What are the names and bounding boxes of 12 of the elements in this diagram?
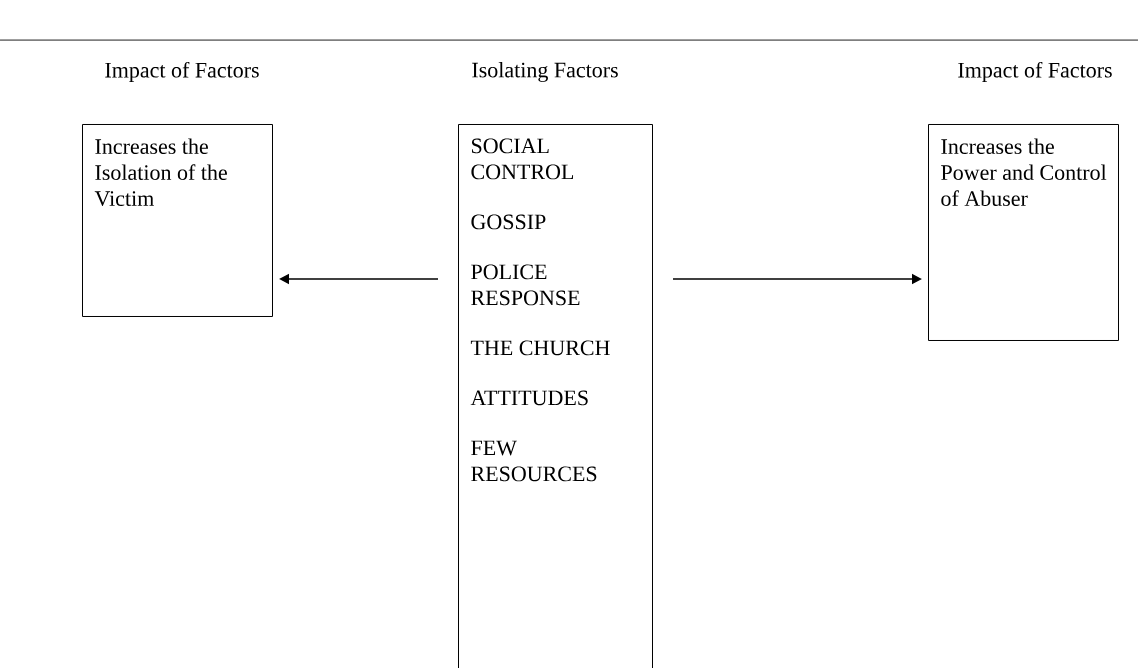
node-label: GOSSIP	[471, 214, 546, 230]
heading: Impact of Factors	[958, 61, 1112, 83]
node-label: THE CHURCH	[470, 340, 610, 356]
heading: Isolating Factors	[472, 62, 618, 82]
node-label: ATTITUDES	[470, 390, 588, 406]
node-label: SOCIAL CONTROL	[471, 138, 574, 180]
text-box: Increases the Isolation of the Victim	[82, 124, 273, 317]
text-box: SOCIAL CONTROL GOSSIP POLICE RESPONSE THE CHURCH ATTITUDES FEW RESOURCES	[458, 124, 653, 668]
text-box: Increases the Power and Control of Abuser	[928, 124, 1119, 341]
heading: Impact of Factors	[105, 61, 259, 83]
node-label: POLICE RESPONSE	[471, 264, 580, 306]
node-label: FEW RESOURCES	[471, 440, 597, 482]
